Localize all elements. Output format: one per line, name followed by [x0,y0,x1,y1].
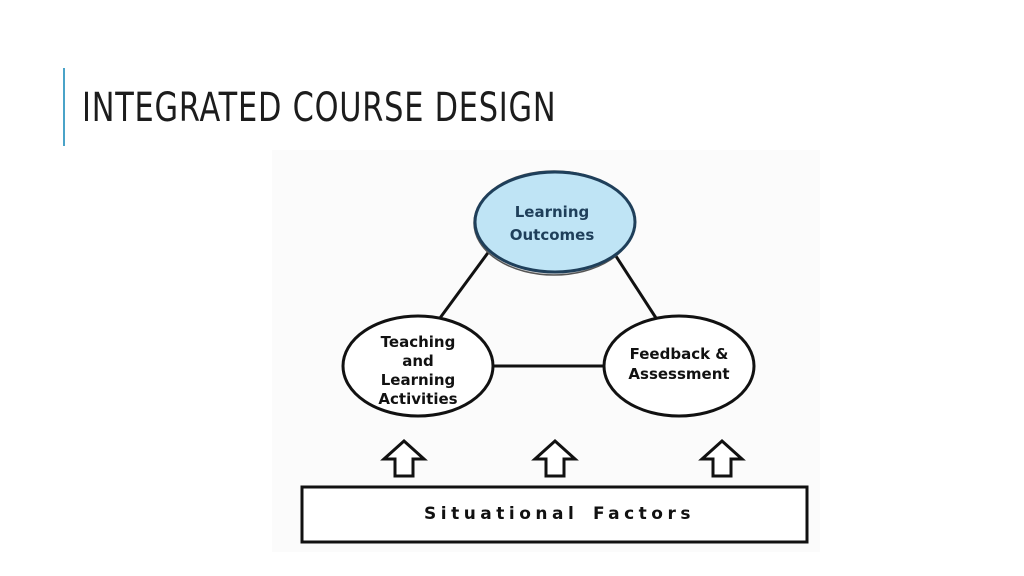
teaching-label-line2: and [402,352,434,370]
teaching-label-line1: Teaching [381,333,456,351]
node-teaching-activities: Teaching and Learning Activities [341,314,495,418]
connector-outcomes-feedback [610,249,658,319]
teaching-label-line4: Activities [378,390,457,408]
title-accent-bar [63,68,65,146]
node-feedback-assessment: Feedback & Assessment [602,314,756,418]
up-arrow-icon [531,438,579,478]
feedback-label-line2: Assessment [628,365,729,383]
factors-label-word2: Factors [593,504,695,524]
feedback-label-line1: Feedback & [630,345,729,363]
up-arrow-icon [698,438,746,478]
node-learning-outcomes: Learning Outcomes [473,170,637,276]
up-arrow-icon [380,438,428,478]
feedback-ellipse [602,314,756,418]
outcomes-ellipse [473,170,637,274]
factors-rect [300,485,809,544]
connector-outcomes-teaching [438,249,492,319]
outcomes-label-line2: Outcomes [510,226,595,244]
situational-factors-box: Situational Factors [300,485,809,544]
teaching-ellipse [341,314,495,418]
slide-title: INTEGRATED COURSE DESIGN [82,85,557,131]
outcomes-label-line1: Learning [515,203,590,221]
teaching-label-line3: Learning [381,371,456,389]
factors-label-word1: Situational [424,504,578,524]
